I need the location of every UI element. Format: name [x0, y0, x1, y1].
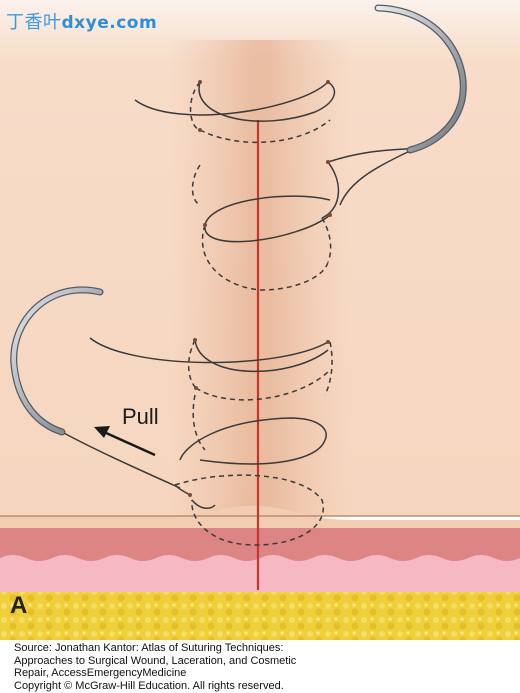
pull-label: Pull: [122, 404, 159, 429]
source-line-3: Repair, AccessEmergencyMedicine: [14, 667, 187, 680]
epidermis-layer: [0, 505, 520, 530]
watermark-logo: 丁香叶dxye.com: [6, 8, 157, 34]
dermis-deep-layer: [0, 555, 520, 594]
needle-upper-right: [374, 4, 467, 154]
bite-marks: [188, 80, 332, 497]
watermark-latin: dxye.com: [61, 13, 158, 33]
source-line-2: Approaches to Surgical Wound, Laceration…: [14, 654, 297, 667]
pull-arrow: [94, 426, 156, 457]
source-line-4: Copyright © McGraw-Hill Education. All r…: [14, 679, 284, 692]
watermark-cn: 丁香叶: [6, 12, 62, 33]
suture-thread: [61, 81, 421, 546]
suture-illustration: [0, 0, 520, 640]
wound-shading: [170, 40, 350, 520]
dermis-layer: [0, 528, 520, 565]
fat-layer: [0, 592, 520, 640]
source-line-1: Source: Jonathan Kantor: Atlas of Suturi…: [14, 642, 284, 654]
panel-letter: A: [10, 592, 28, 619]
needle-lower-left: [10, 286, 104, 436]
source-caption: Source: Jonathan Kantor: Atlas of Suturi…: [14, 642, 514, 692]
